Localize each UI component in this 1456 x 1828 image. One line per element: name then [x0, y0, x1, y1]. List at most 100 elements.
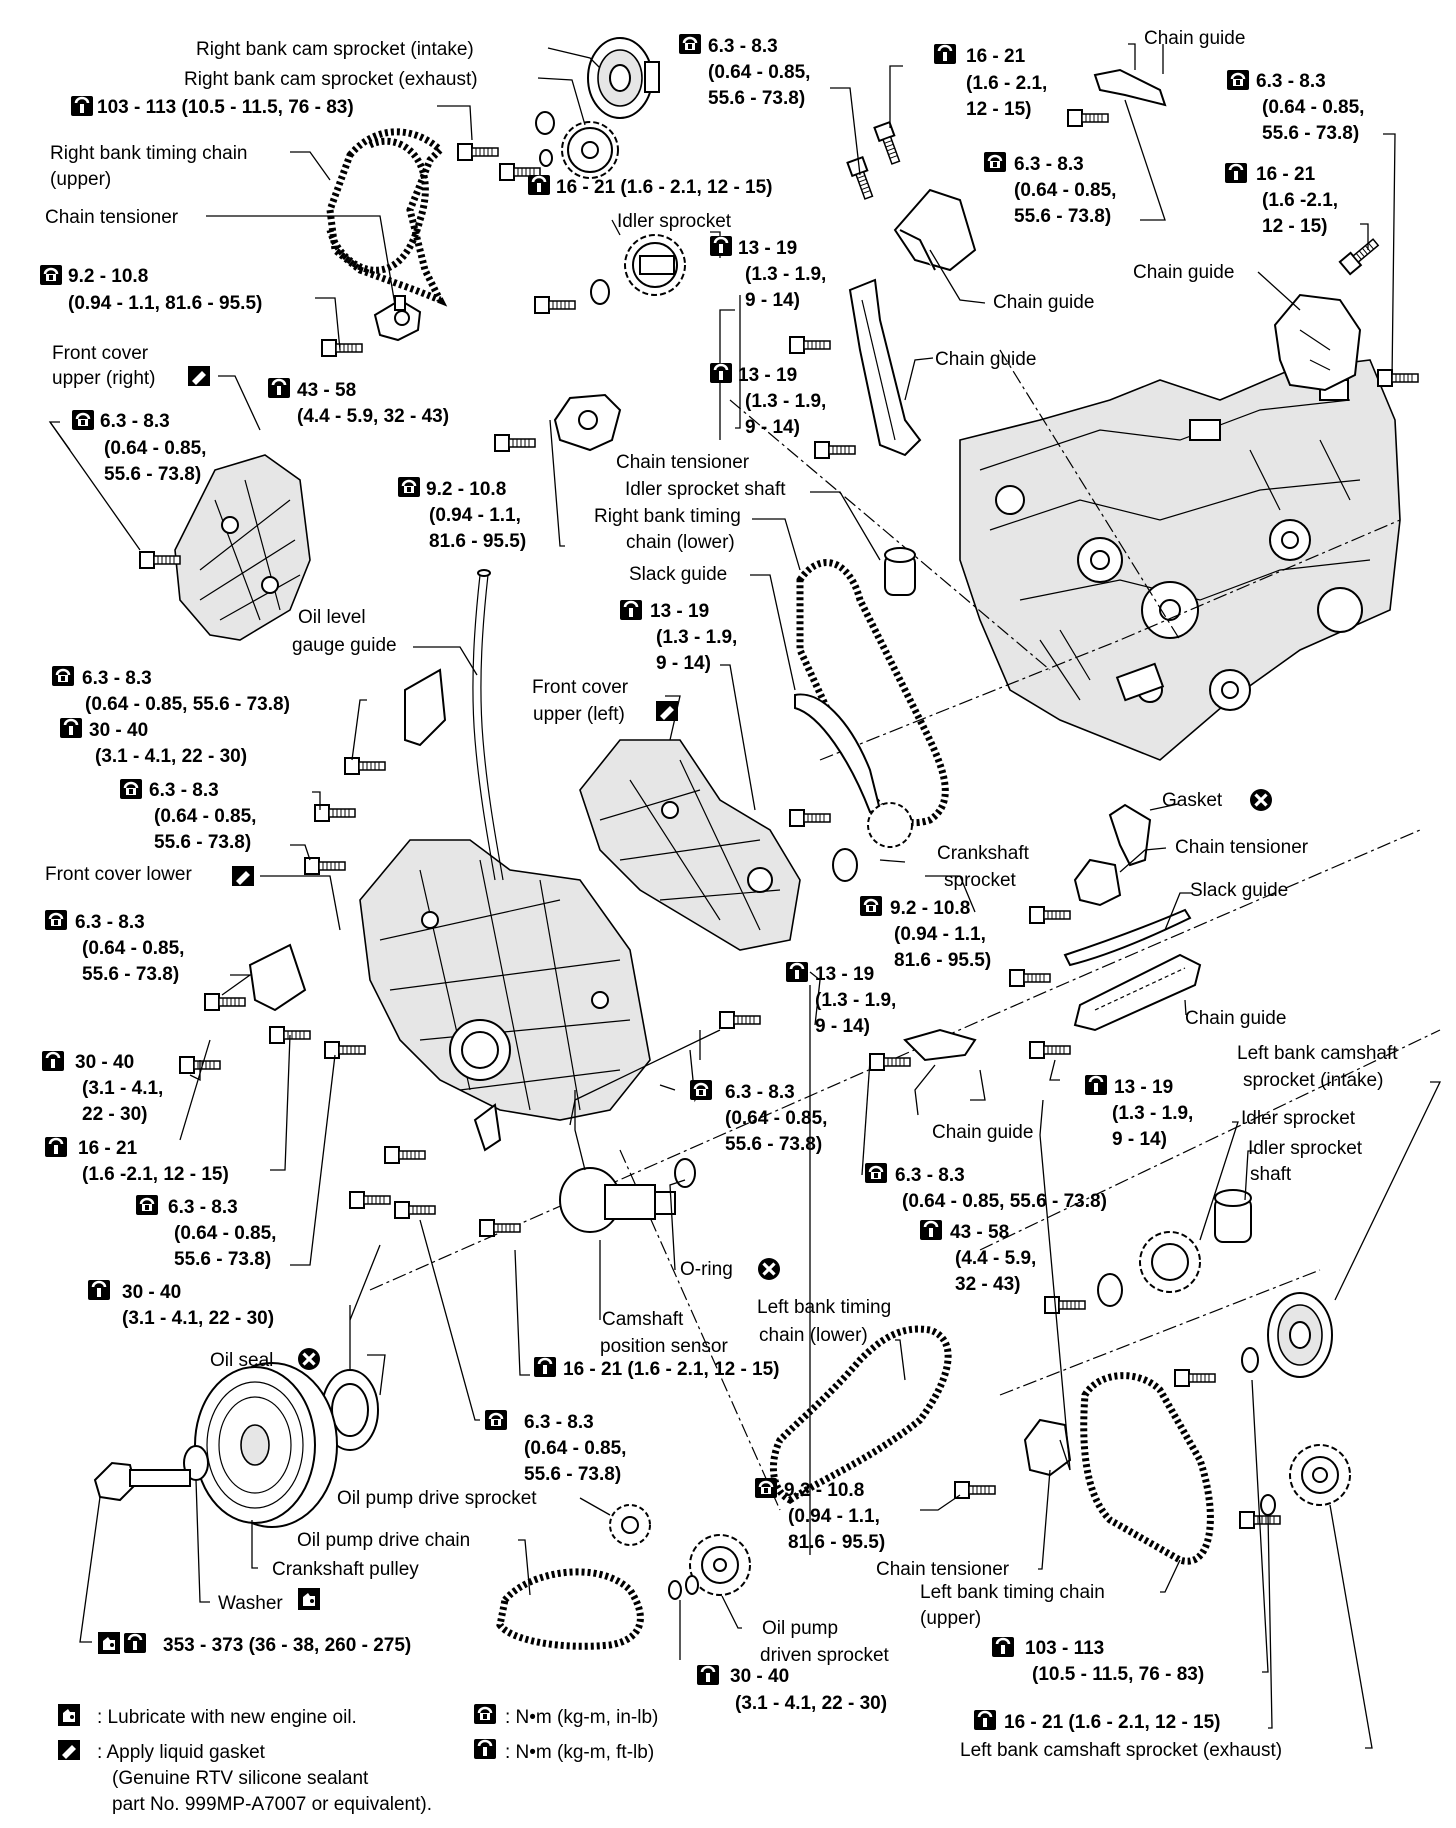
- label-oil-pump-drive-sprocket: Oil pump drive sprocket: [337, 1488, 537, 1509]
- torque-ftlb-icon: [695, 1663, 721, 1687]
- torque-ftlb-icon: [972, 1708, 998, 1732]
- bolt-slack-lb: [1009, 969, 1051, 987]
- label-lb-chain-upper-2: (upper): [920, 1608, 981, 1629]
- torque-t11: 6.3 - 8.3 (0.64 - 0.85, 55.6 - 73.8): [100, 411, 212, 485]
- torque-ftlb-icon: [1083, 1073, 1109, 1097]
- oil-level-gauge-guide: [472, 569, 504, 881]
- replace-icon: [756, 1256, 782, 1282]
- torque-ftlb-icon: [708, 361, 734, 385]
- label-crank-sprocket: Crankshaft: [937, 843, 1030, 864]
- label-idler-shaft-l-2: shaft: [1250, 1164, 1292, 1185]
- chain-guide-top-right: [1093, 68, 1167, 107]
- label-oil-level-2: gauge guide: [292, 635, 397, 656]
- camshaft-position-sensor: [559, 1167, 676, 1233]
- nut-oilpump: [685, 1575, 699, 1595]
- gasket-icon: [232, 866, 254, 886]
- torque-t01: 103 - 113 (10.5 - 11.5, 76 - 83): [97, 97, 354, 118]
- bolt-tensioner-rb-mid: [494, 434, 536, 452]
- label-rb-chain-upper-2: (upper): [50, 169, 111, 190]
- label-chain-guide-2: Chain guide: [935, 349, 1036, 370]
- torque-inlb-icon: [863, 1161, 889, 1185]
- torque-t35: 16 - 21 (1.6 - 2.1, 12 - 15): [1004, 1712, 1221, 1733]
- label-crank-pulley: Crankshaft pulley: [272, 1559, 419, 1580]
- label-rb-chain-lower-2: chain (lower): [626, 532, 735, 553]
- bolt-guide-lb: [1029, 1041, 1071, 1059]
- torque-t20: 13 - 19 (1.3 - 1.9, 9 - 14): [815, 964, 902, 1037]
- torque-t19: 6.3 - 8.3 (0.64 - 0.85, 55.6 - 73.8): [75, 912, 190, 985]
- chain-tensioner-lb: [1073, 858, 1122, 907]
- torque-t09: 13 - 19 (1.3 - 1.9, 9 - 14): [738, 238, 832, 311]
- lb-timing-chain-upper: [1080, 1372, 1214, 1565]
- label-rb-cam-exhaust: Right bank cam sprocket (exhaust): [184, 69, 478, 90]
- label-oil-pump-drive-chain: Oil pump drive chain: [297, 1530, 470, 1551]
- torque-t15: 6.3 - 8.3 (0.64 - 0.85, 55.6 - 73.8): [82, 668, 290, 715]
- torque-inlb-icon: [858, 894, 884, 918]
- bolt-guide-r1: [1338, 235, 1382, 276]
- legend-nm-inlb: : N•m (kg-m, in-lb): [505, 1707, 658, 1728]
- bolt-flc-4: [204, 993, 246, 1011]
- chain-tensioner-lb-lower: [1023, 1418, 1072, 1477]
- torque-ftlb-icon: [526, 173, 552, 197]
- oil-pump-drive-sprocket-part: [609, 1504, 651, 1546]
- bolt-guide-tr: [1067, 109, 1109, 127]
- label-lb-cam-intake: Left bank camshaft: [1237, 1043, 1398, 1064]
- slack-guide-lb: [1063, 908, 1192, 967]
- torque-inlb-icon: [677, 32, 703, 56]
- bolt-idler-rb: [534, 296, 576, 314]
- label-chain-guide-right: Chain guide: [1133, 262, 1234, 283]
- torque-t23: 6.3 - 8.3 (0.64 - 0.85, 55.6 - 73.8): [725, 1082, 833, 1155]
- torque-inlb-icon: [982, 150, 1008, 174]
- chain-tensioner-rb-upper: [373, 295, 422, 342]
- crankshaft-pulley-bolt: [93, 1461, 191, 1502]
- torque-inlb-icon: [472, 1702, 498, 1726]
- bolt-idler-lb: [1044, 1296, 1086, 1314]
- torque-inlb-icon: [38, 263, 64, 287]
- torque-t29: 16 - 21 (1.6 - 2.1, 12 - 15): [563, 1359, 780, 1380]
- washer-idler: [590, 279, 610, 305]
- gasket-part: [1108, 803, 1152, 867]
- legend: : Lubricate with new engine oil. : Apply…: [58, 1702, 658, 1815]
- washer-oilpump: [668, 1580, 682, 1600]
- label-rb-chain-upper: Right bank timing chain: [50, 143, 248, 164]
- label-slack-guide-1: Slack guide: [629, 564, 727, 585]
- torque-t24: 16 - 21 (1.6 -2.1, 12 - 15): [78, 1138, 229, 1185]
- label-lb-cam-intake-2: sprocket (intake): [1243, 1070, 1383, 1091]
- torque-t07: 16 - 21 (1.6 -2.1, 12 - 15): [1256, 164, 1343, 237]
- label-crank-sprocket-2: sprocket: [944, 870, 1017, 891]
- chain-guide-right: [1273, 293, 1362, 392]
- torque-t16: 30 - 40 (3.1 - 4.1, 22 - 30): [89, 720, 247, 767]
- chain-tensioner-rb-mid: [553, 393, 622, 452]
- label-chain-guide-mid: Chain guide: [993, 292, 1094, 313]
- bolt-flc-7: [324, 1041, 366, 1059]
- washer-idler-lb: [1097, 1273, 1123, 1307]
- axis-line-lb: [979, 1029, 1441, 1251]
- lubricate-icon: [298, 1588, 320, 1610]
- oil-pump-drive-chain-part: [496, 1568, 644, 1650]
- chain-guide-top-center: [893, 188, 977, 272]
- torque-t28: 30 - 40 (3.1 - 4.1, 22 - 30): [122, 1282, 274, 1329]
- bolt-guide-1: [789, 336, 831, 354]
- front-cover-upper-right: [174, 454, 311, 641]
- label-cam-sensor-2: position sensor: [600, 1336, 728, 1357]
- bolt-guide-lb-lower: [869, 1053, 911, 1071]
- gasket-icon: [58, 1740, 80, 1760]
- label-front-cover-ul: Front cover: [532, 677, 629, 698]
- bracket-lower: [248, 943, 307, 1012]
- bolt-center-1: [719, 1011, 761, 1029]
- oil-pump-driven-sprocket-part: [689, 1534, 751, 1596]
- lubricate-icon: [98, 1632, 120, 1654]
- torque-inlb-icon: [70, 408, 96, 432]
- legend-lubricate: : Lubricate with new engine oil.: [97, 1707, 357, 1728]
- label-cam-sensor: Camshaft: [602, 1309, 684, 1330]
- torque-t02: 6.3 - 8.3 (0.64 - 0.85, 55.6 - 73.8): [708, 36, 816, 109]
- torque-ftlb-icon: [532, 1355, 558, 1379]
- torque-ftlb-icon: [990, 1635, 1016, 1659]
- torque-t05: 6.3 - 8.3 (0.64 - 0.85, 55.6 - 73.8): [1256, 71, 1370, 144]
- torque-t22: 13 - 19 (1.3 - 1.9, 9 - 14): [1112, 1077, 1199, 1150]
- bolt-flc-8: [384, 1146, 426, 1164]
- label-front-cover-ur: Front cover: [52, 343, 149, 364]
- torque-t06: 6.3 - 8.3 (0.64 - 0.85, 55.6 - 73.8): [1014, 154, 1122, 227]
- torque-specs: 103 - 113 (10.5 - 11.5, 76 - 83) 6.3 - 8…: [38, 32, 1370, 1733]
- torque-t34: 103 - 113 (10.5 - 11.5, 76 - 83): [1025, 1638, 1204, 1685]
- bolt-flc-10: [394, 1201, 436, 1219]
